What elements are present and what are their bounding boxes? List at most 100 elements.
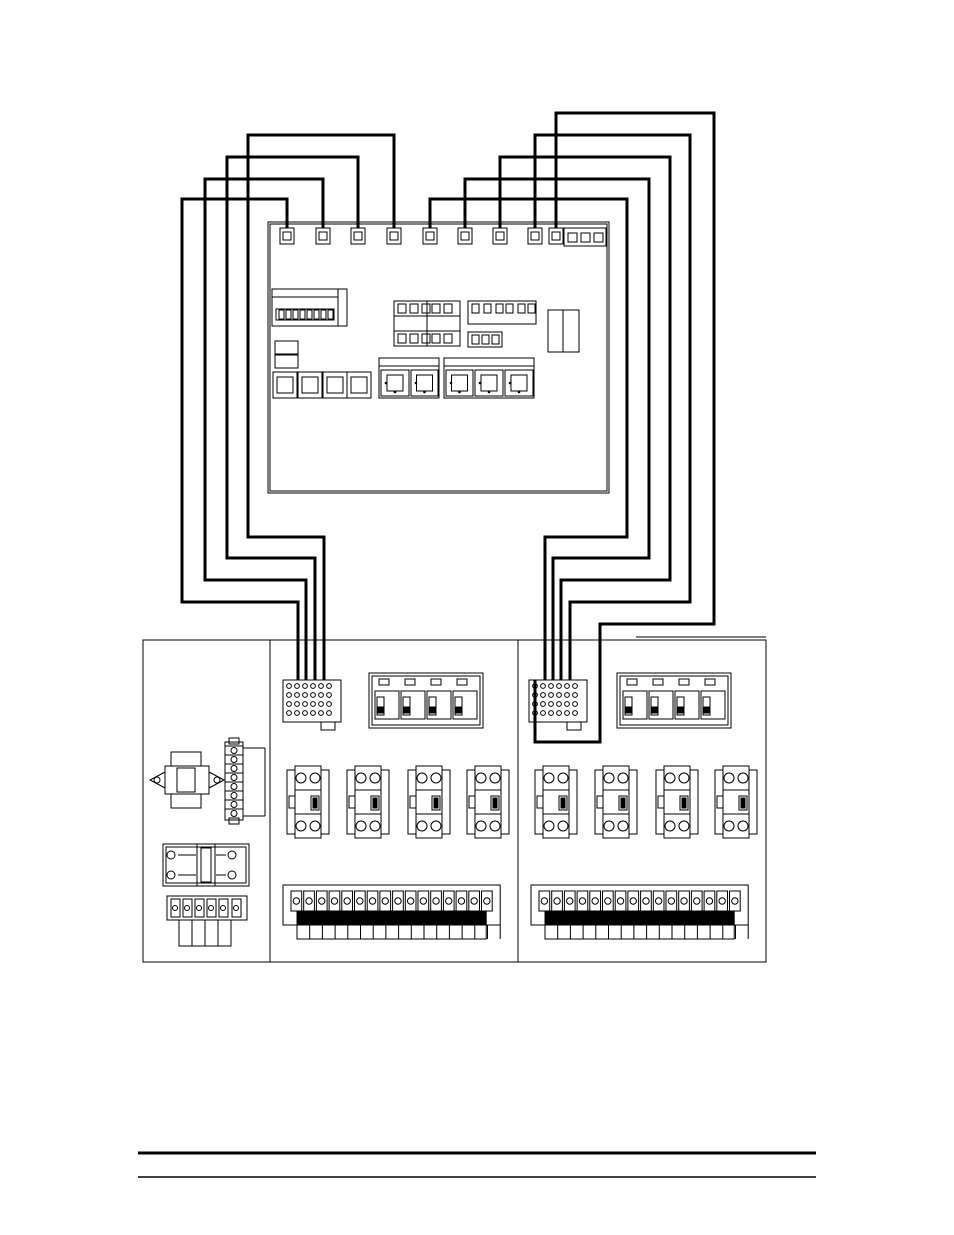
relay <box>701 691 725 719</box>
relay-socket <box>411 370 438 396</box>
contactor <box>535 766 577 838</box>
relay-indicator <box>705 679 715 685</box>
terminal-block <box>418 891 429 911</box>
dip-switch-key <box>328 310 333 319</box>
contactor <box>715 766 757 838</box>
terminal-block <box>355 891 366 911</box>
contactor <box>408 766 450 838</box>
output-socket-group-b <box>444 358 534 398</box>
terminal-block <box>615 891 626 911</box>
terminal-cell <box>398 304 406 313</box>
terminal-cell <box>444 304 452 313</box>
contactor <box>595 766 637 838</box>
terminal-block <box>717 891 728 911</box>
relay-module-left <box>369 673 483 728</box>
harness-wire <box>205 179 323 680</box>
terminal-cell <box>432 304 440 313</box>
relay-socket <box>323 372 347 398</box>
wire-connector <box>493 228 507 244</box>
terminal-cell <box>410 334 418 343</box>
terminal-block <box>316 891 327 911</box>
relay-module-right <box>617 673 731 728</box>
dip-switch-key <box>314 310 319 319</box>
relay <box>675 691 699 719</box>
relay-indicator <box>405 679 415 685</box>
wire-connector <box>387 228 401 244</box>
contactor <box>467 766 509 838</box>
terminal-cell <box>398 334 406 343</box>
terminal-block <box>666 891 677 911</box>
harness-terminal-block-left <box>283 680 341 730</box>
relay <box>649 691 673 719</box>
terminal-cell <box>444 334 452 343</box>
relay-indicator <box>653 679 663 685</box>
terminal-block <box>628 891 639 911</box>
terminal-block <box>679 891 690 911</box>
wire-connector <box>458 228 472 244</box>
terminal-block <box>603 891 614 911</box>
dip-switch-key <box>293 310 298 319</box>
power-module <box>548 310 579 352</box>
contactor <box>656 766 698 838</box>
terminal-block <box>590 891 601 911</box>
terminal-cell <box>472 304 479 313</box>
contactor-row <box>287 766 757 838</box>
wiring-harness <box>182 113 714 742</box>
terminal-cell <box>422 304 430 313</box>
relay-socket <box>446 370 473 396</box>
terminal-block <box>730 891 741 911</box>
dip-switch-key <box>321 310 326 319</box>
relay <box>375 691 399 719</box>
dip-switch-key <box>307 310 312 319</box>
output-terminal-strip-left <box>283 885 500 939</box>
terminal-cell <box>518 304 525 313</box>
terminal-block <box>691 891 702 911</box>
dip-switch-key <box>279 310 284 319</box>
terminal-block <box>431 891 442 911</box>
dip-switch-bank <box>272 289 347 326</box>
terminal-block <box>342 891 353 911</box>
terminal-cell <box>432 334 440 343</box>
relay <box>401 691 425 719</box>
terminal-block <box>291 891 302 911</box>
terminal-block <box>704 891 715 911</box>
lower-cabinet <box>143 637 766 962</box>
wire-connector <box>528 228 542 244</box>
terminal-block <box>482 891 493 911</box>
terminal-block <box>380 891 391 911</box>
harness-wire <box>535 135 690 680</box>
terminal-block <box>456 891 467 911</box>
relay <box>623 691 647 719</box>
relay-socket <box>273 372 297 398</box>
relay-socket <box>381 370 409 396</box>
relay-indicator <box>627 679 637 685</box>
relay-socket <box>505 370 533 396</box>
jumper-block <box>275 341 298 368</box>
terminal-block <box>469 891 480 911</box>
terminal-block <box>405 891 416 911</box>
controller-board <box>268 222 609 493</box>
terminal-block <box>641 891 652 911</box>
relay-socket <box>298 372 322 398</box>
terminal-cell <box>410 304 418 313</box>
terminal-block <box>329 891 340 911</box>
relay-indicator <box>679 679 689 685</box>
wire-connector <box>280 228 294 244</box>
right-terminal-group <box>468 301 536 347</box>
middle-terminal-group <box>394 301 460 346</box>
terminal-cell <box>496 304 503 313</box>
relay-indicator <box>379 679 389 685</box>
terminal-block <box>539 891 550 911</box>
terminal-block <box>443 891 454 911</box>
terminal-block <box>577 891 588 911</box>
wire-connector <box>316 228 330 244</box>
terminal-block <box>653 891 664 911</box>
contactor <box>287 766 329 838</box>
dip-switch-key <box>286 310 291 319</box>
terminal-block <box>552 891 563 911</box>
harness-wire <box>465 179 649 680</box>
wire-connector <box>423 228 437 244</box>
board-aux-connector <box>564 228 606 246</box>
controller-connector-row <box>280 228 563 244</box>
